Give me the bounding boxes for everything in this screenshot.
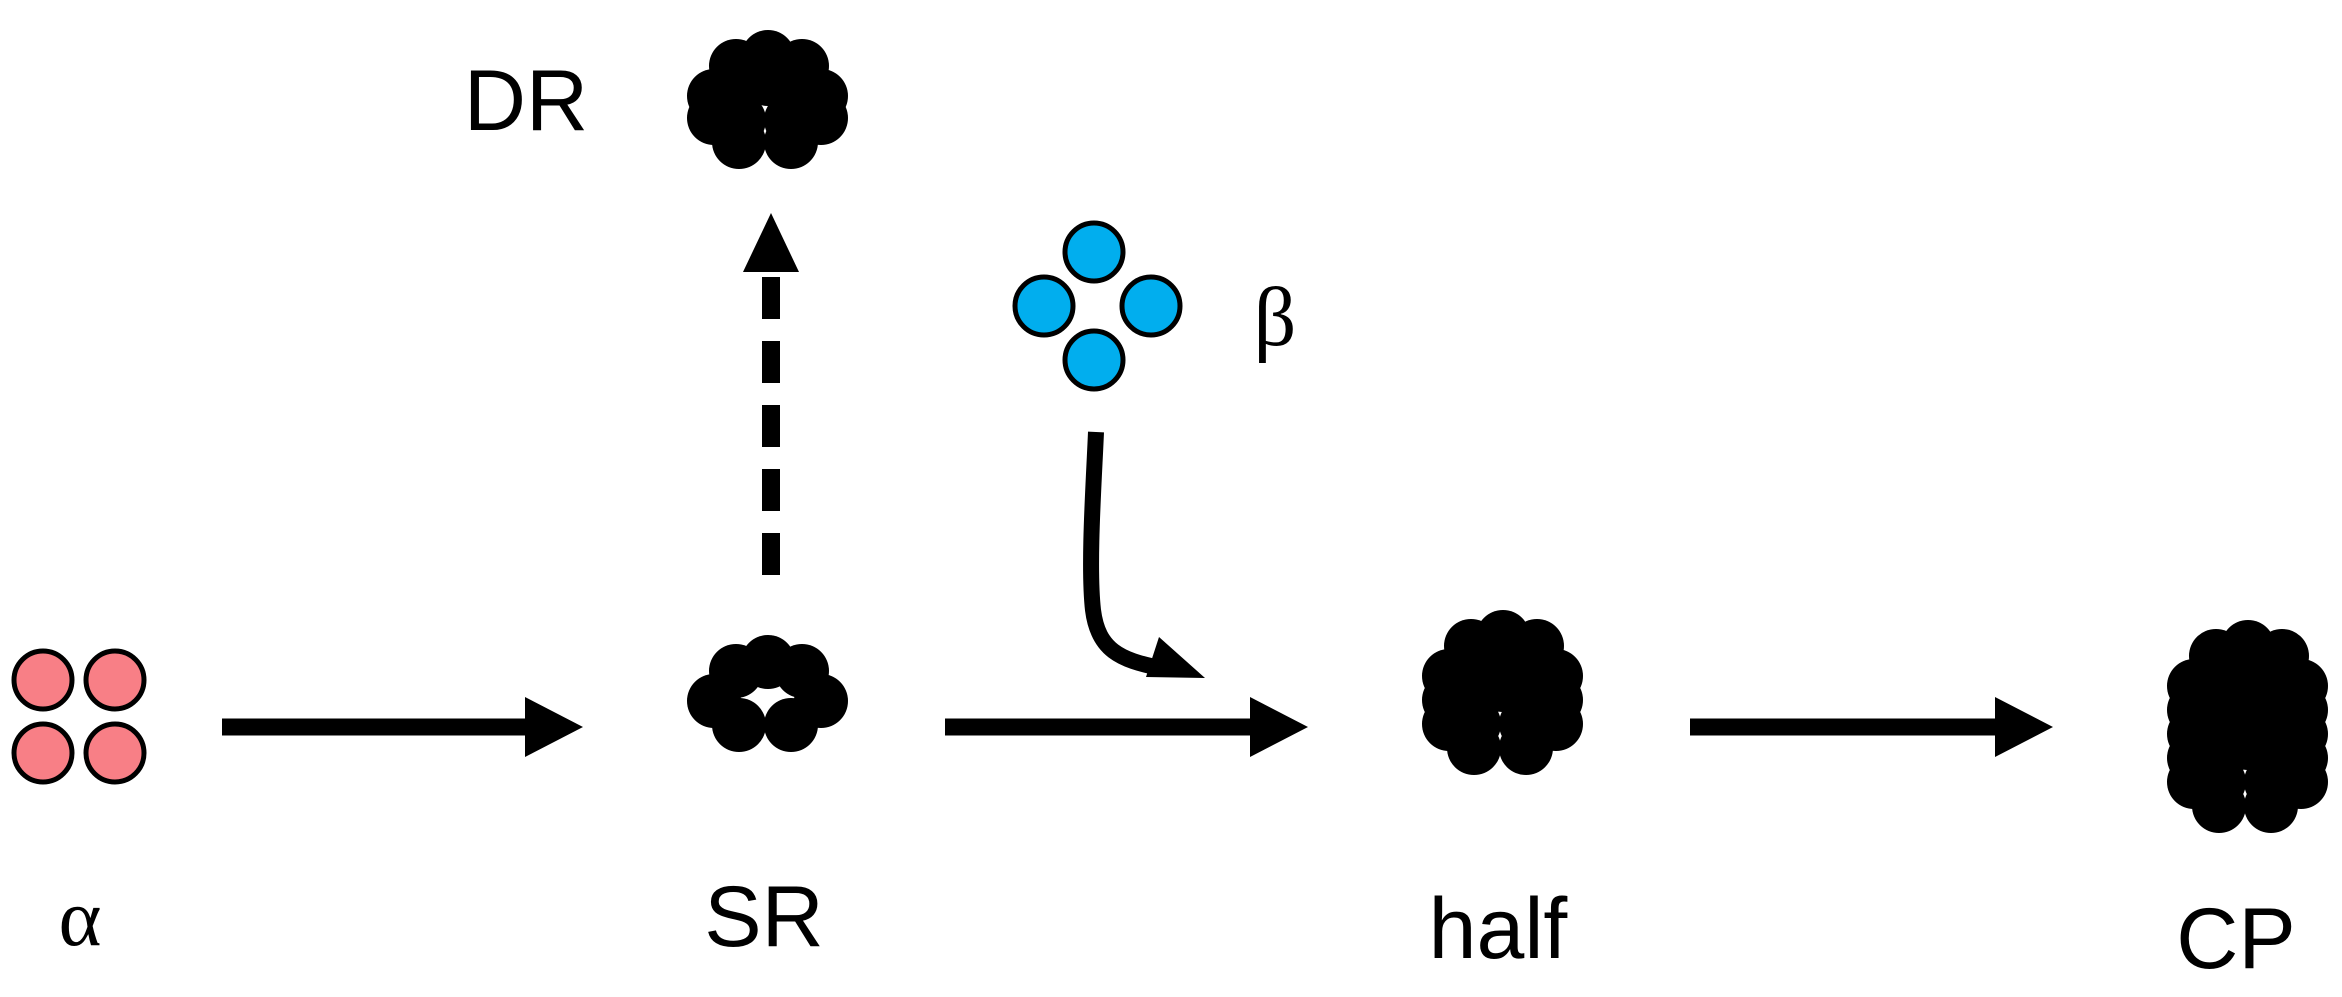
alpha-subunit (11, 648, 75, 712)
arrow-half-to-cp (1690, 697, 2053, 757)
arrow-alpha-to-sr (222, 697, 583, 757)
dr-label: DR (464, 53, 588, 149)
beta-subunit (1062, 328, 1126, 392)
alpha-subunit (83, 648, 147, 712)
core-particle (2167, 620, 2328, 833)
alpha-subunit (83, 721, 147, 785)
beta-subunit (1062, 220, 1126, 284)
beta-subunit (1119, 274, 1183, 338)
alpha-label: α (59, 872, 102, 963)
dashed-arrow-sr-to-dr (743, 213, 799, 575)
beta-subunit (1012, 274, 1076, 338)
cp-label: CP (2176, 891, 2295, 987)
sr-label: SR (704, 869, 823, 965)
arrow-sr-to-half (945, 697, 1308, 757)
alpha-subunit (11, 721, 75, 785)
half-proteasome (1422, 610, 1583, 775)
beta-label: β (1254, 271, 1297, 364)
single-ring (687, 635, 848, 752)
double-ring (687, 30, 848, 169)
beta-subunits (1012, 220, 1183, 392)
alpha-subunits (11, 648, 147, 785)
half-label: half (1429, 881, 1569, 977)
arrow-beta-joining (1083, 431, 1205, 678)
